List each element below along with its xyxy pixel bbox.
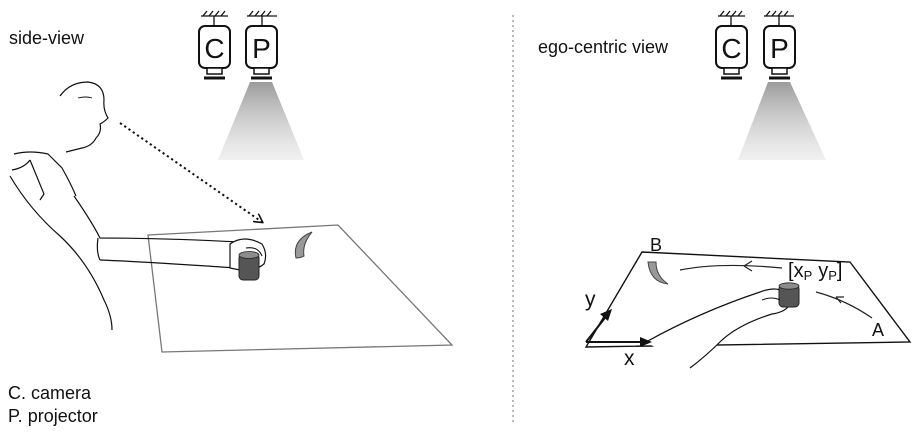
ceiling-mount-left: [201, 10, 277, 26]
arm-with-cup-right: [645, 282, 800, 369]
projector-device-right: [763, 25, 796, 80]
ego-centric-view-title: ego-centric view: [538, 37, 669, 57]
coordinate-axes: [585, 309, 652, 347]
camera-device-left: [198, 25, 231, 80]
legend-projector: P. projector: [8, 406, 98, 426]
side-view-title: side-view: [9, 28, 85, 48]
hand-with-cup-left: [229, 238, 267, 281]
projector-device-left: [245, 25, 278, 80]
camera-device-right: [715, 25, 748, 80]
point-b-label: B: [650, 235, 662, 255]
person-figure-side: [9, 81, 241, 331]
table-surface-left: [147, 224, 454, 353]
hand-trajectory: [679, 260, 873, 319]
axis-x-label: x: [624, 347, 635, 370]
banana-object-left: [294, 231, 313, 259]
position-close-bracket: ]: [837, 260, 843, 282]
legend-camera: C. camera: [8, 383, 92, 403]
point-a-label: A: [872, 320, 884, 340]
projector-beam-left: [218, 82, 304, 160]
position-y-subscript: P: [828, 268, 837, 283]
projector-letter-right: P: [770, 33, 789, 64]
projector-letter-left: P: [252, 33, 271, 64]
position-x: x: [794, 260, 804, 282]
ceiling-mount-right: [718, 10, 794, 26]
position-y: y: [818, 260, 828, 282]
camera-letter-left: C: [204, 33, 224, 64]
camera-letter-right: C: [721, 33, 741, 64]
banana-object-right: [647, 261, 669, 285]
position-x-subscript: P: [804, 268, 813, 283]
axis-y-label: y: [585, 288, 596, 311]
projector-beam-right: [738, 82, 826, 160]
position-open-bracket: [: [788, 260, 794, 282]
